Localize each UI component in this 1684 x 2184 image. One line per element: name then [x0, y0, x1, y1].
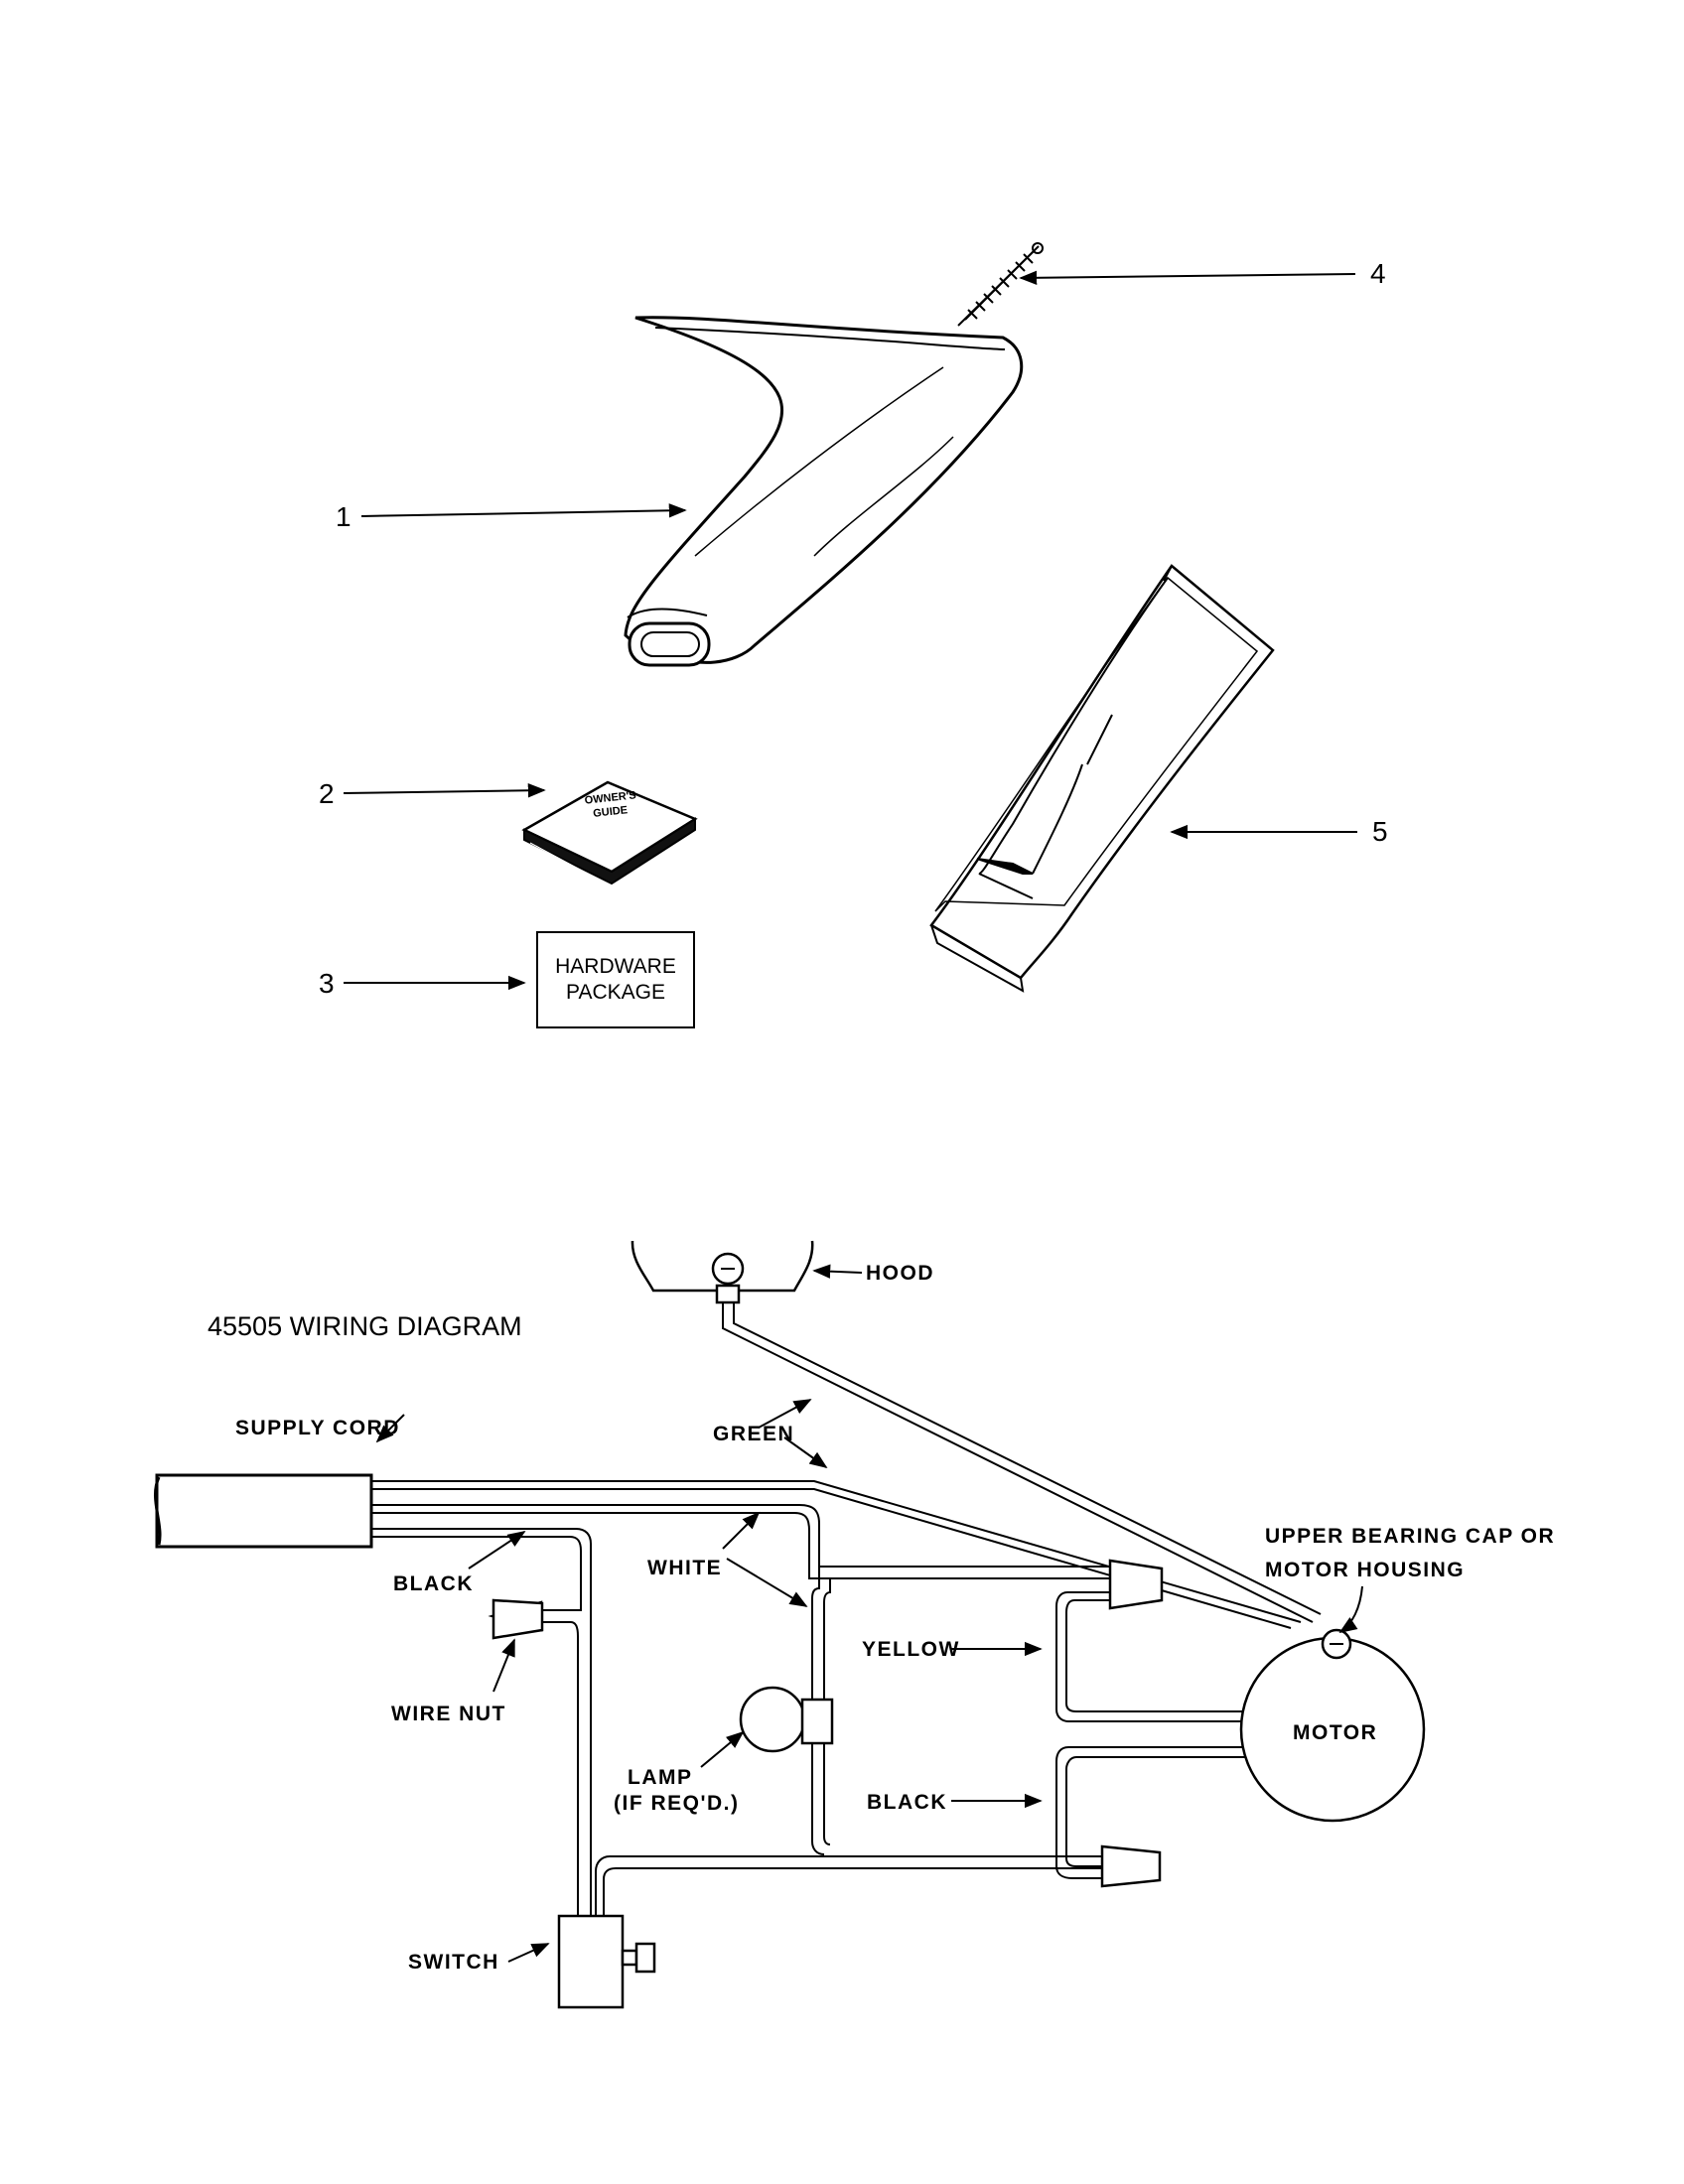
label-black-top: BLACK: [393, 1572, 474, 1595]
label-black-bottom: BLACK: [867, 1791, 947, 1814]
label-upper-bearing-1: UPPER BEARING CAP OR: [1265, 1525, 1555, 1548]
motor-icon: [1239, 1628, 1426, 1823]
label-white: WHITE: [647, 1557, 722, 1579]
part-2-owners-guide-booklet: [521, 780, 698, 889]
callout-4: 4: [1370, 258, 1386, 289]
label-lamp-note: (IF REQ'D.): [614, 1792, 739, 1815]
label-green: GREEN: [713, 1423, 794, 1445]
wire-runs: [371, 1302, 1322, 1977]
hardware-package-text-2: PACKAGE: [566, 981, 665, 1004]
part-5-filter-pad: [929, 564, 1275, 993]
part-4-spring: [957, 242, 1044, 327]
label-lamp: LAMP: [628, 1766, 693, 1789]
part-callout-arrows: [343, 270, 1357, 991]
wire-nut-white: [1108, 1559, 1164, 1610]
label-upper-bearing-2: MOTOR HOUSING: [1265, 1559, 1465, 1581]
wire-nut-black: [1100, 1844, 1162, 1888]
label-hood: HOOD: [866, 1262, 934, 1285]
part-3-hardware-package-box: [536, 931, 695, 1028]
wiring-callout-arrows: [375, 1264, 1363, 1963]
label-supply-cord: SUPPLY CORD: [235, 1417, 400, 1439]
lamp-icon: [739, 1686, 834, 1753]
switch-icon: [557, 1914, 656, 2009]
owners-guide-text-1: OWNER'S: [584, 789, 636, 806]
callout-1: 1: [336, 501, 351, 532]
callout-5: 5: [1372, 816, 1388, 847]
label-motor: MOTOR: [1293, 1721, 1377, 1744]
hardware-package-text-1: HARDWARE: [555, 955, 676, 978]
label-switch: SWITCH: [408, 1951, 499, 1974]
callout-3: 3: [319, 968, 335, 999]
wiring-diagram-title: 45505 WIRING DIAGRAM: [208, 1311, 522, 1341]
wire-nut-left: [488, 1598, 544, 1640]
supply-cord: [155, 1473, 373, 1549]
part-1-cover-bag: [624, 316, 1024, 667]
hood-outline: [631, 1240, 814, 1304]
owners-guide-text-2: GUIDE: [593, 804, 629, 820]
label-yellow: YELLOW: [862, 1638, 960, 1661]
callout-2: 2: [319, 778, 335, 809]
label-wire-nut: WIRE NUT: [391, 1703, 506, 1725]
